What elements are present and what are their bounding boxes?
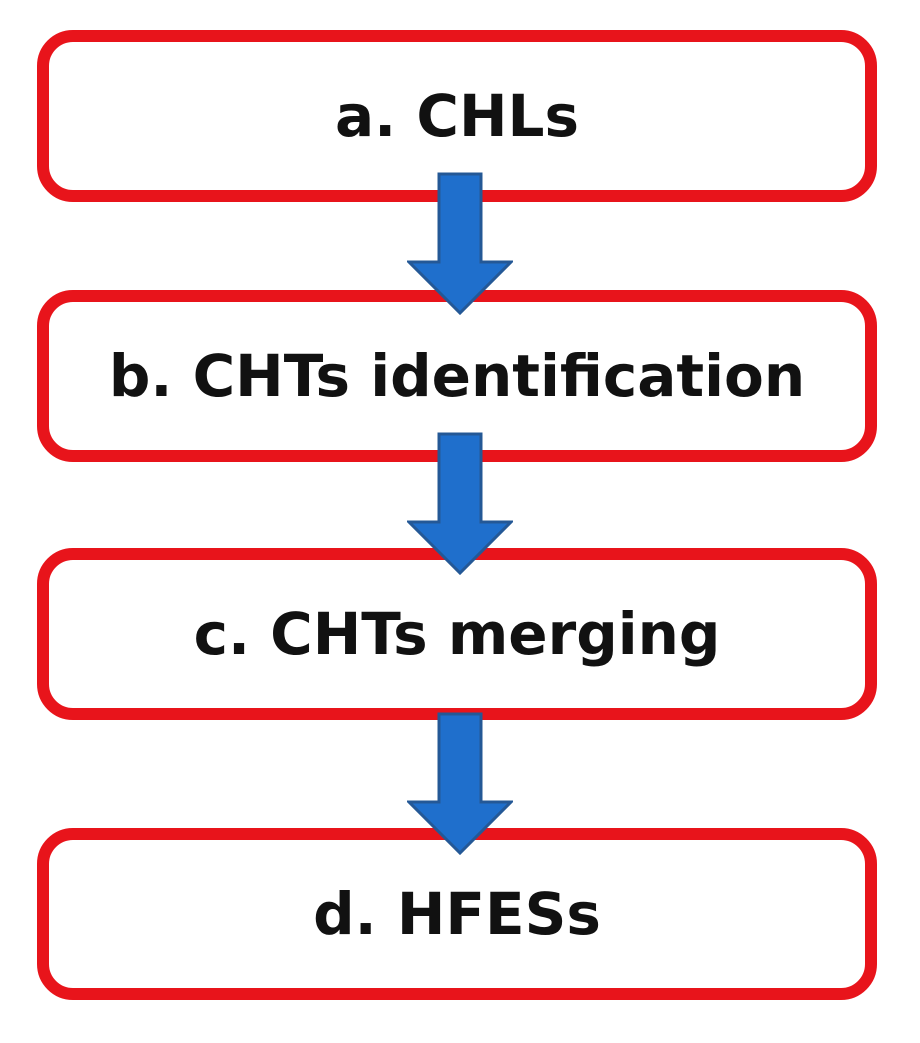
step-box-b: b. CHTs identification [37, 290, 877, 462]
step-label-b: b. CHTs identification [108, 342, 806, 410]
down-arrow-icon-c-to-d [407, 712, 513, 855]
down-arrow-icon-a-to-b [407, 172, 513, 315]
down-arrow-icon-b-to-c [407, 432, 513, 575]
step-label-c: c. CHTs merging [193, 600, 721, 668]
step-label-d: d. HFESs [313, 880, 601, 948]
step-box-d: d. HFESs [37, 828, 877, 1000]
step-label-a: a. CHLs [335, 82, 579, 150]
step-box-c: c. CHTs merging [37, 548, 877, 720]
